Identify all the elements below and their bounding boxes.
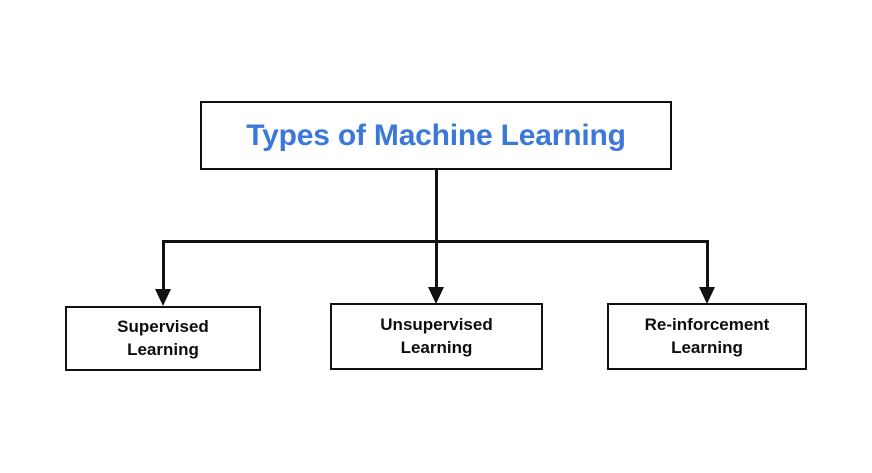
- branch-node-supervised-learning[interactable]: Supervised Learning: [65, 306, 261, 371]
- arrowhead-down-icon-reinforcement: [699, 287, 715, 304]
- branch-node-label-reinforcement: Re-inforcement Learning: [644, 315, 770, 357]
- arrowhead-down-icon-unsupervised: [428, 287, 444, 304]
- branch-node-reinforcement-learning[interactable]: Re-inforcement Learning: [607, 303, 807, 370]
- arrowhead-down-icon-supervised: [155, 289, 171, 306]
- connector-drop-unsupervised: [435, 240, 438, 289]
- branch-node-unsupervised-learning[interactable]: Unsupervised Learning: [330, 303, 543, 370]
- connector-drop-supervised: [162, 240, 165, 290]
- root-node-label: Types of Machine Learning: [246, 119, 626, 152]
- connector-drop-reinforcement: [706, 240, 709, 288]
- connector-root-stem: [435, 170, 438, 243]
- root-node-types-of-machine-learning[interactable]: Types of Machine Learning: [200, 101, 672, 170]
- branch-node-label-supervised: Supervised Learning: [117, 317, 209, 359]
- branch-node-label-unsupervised: Unsupervised Learning: [380, 315, 493, 357]
